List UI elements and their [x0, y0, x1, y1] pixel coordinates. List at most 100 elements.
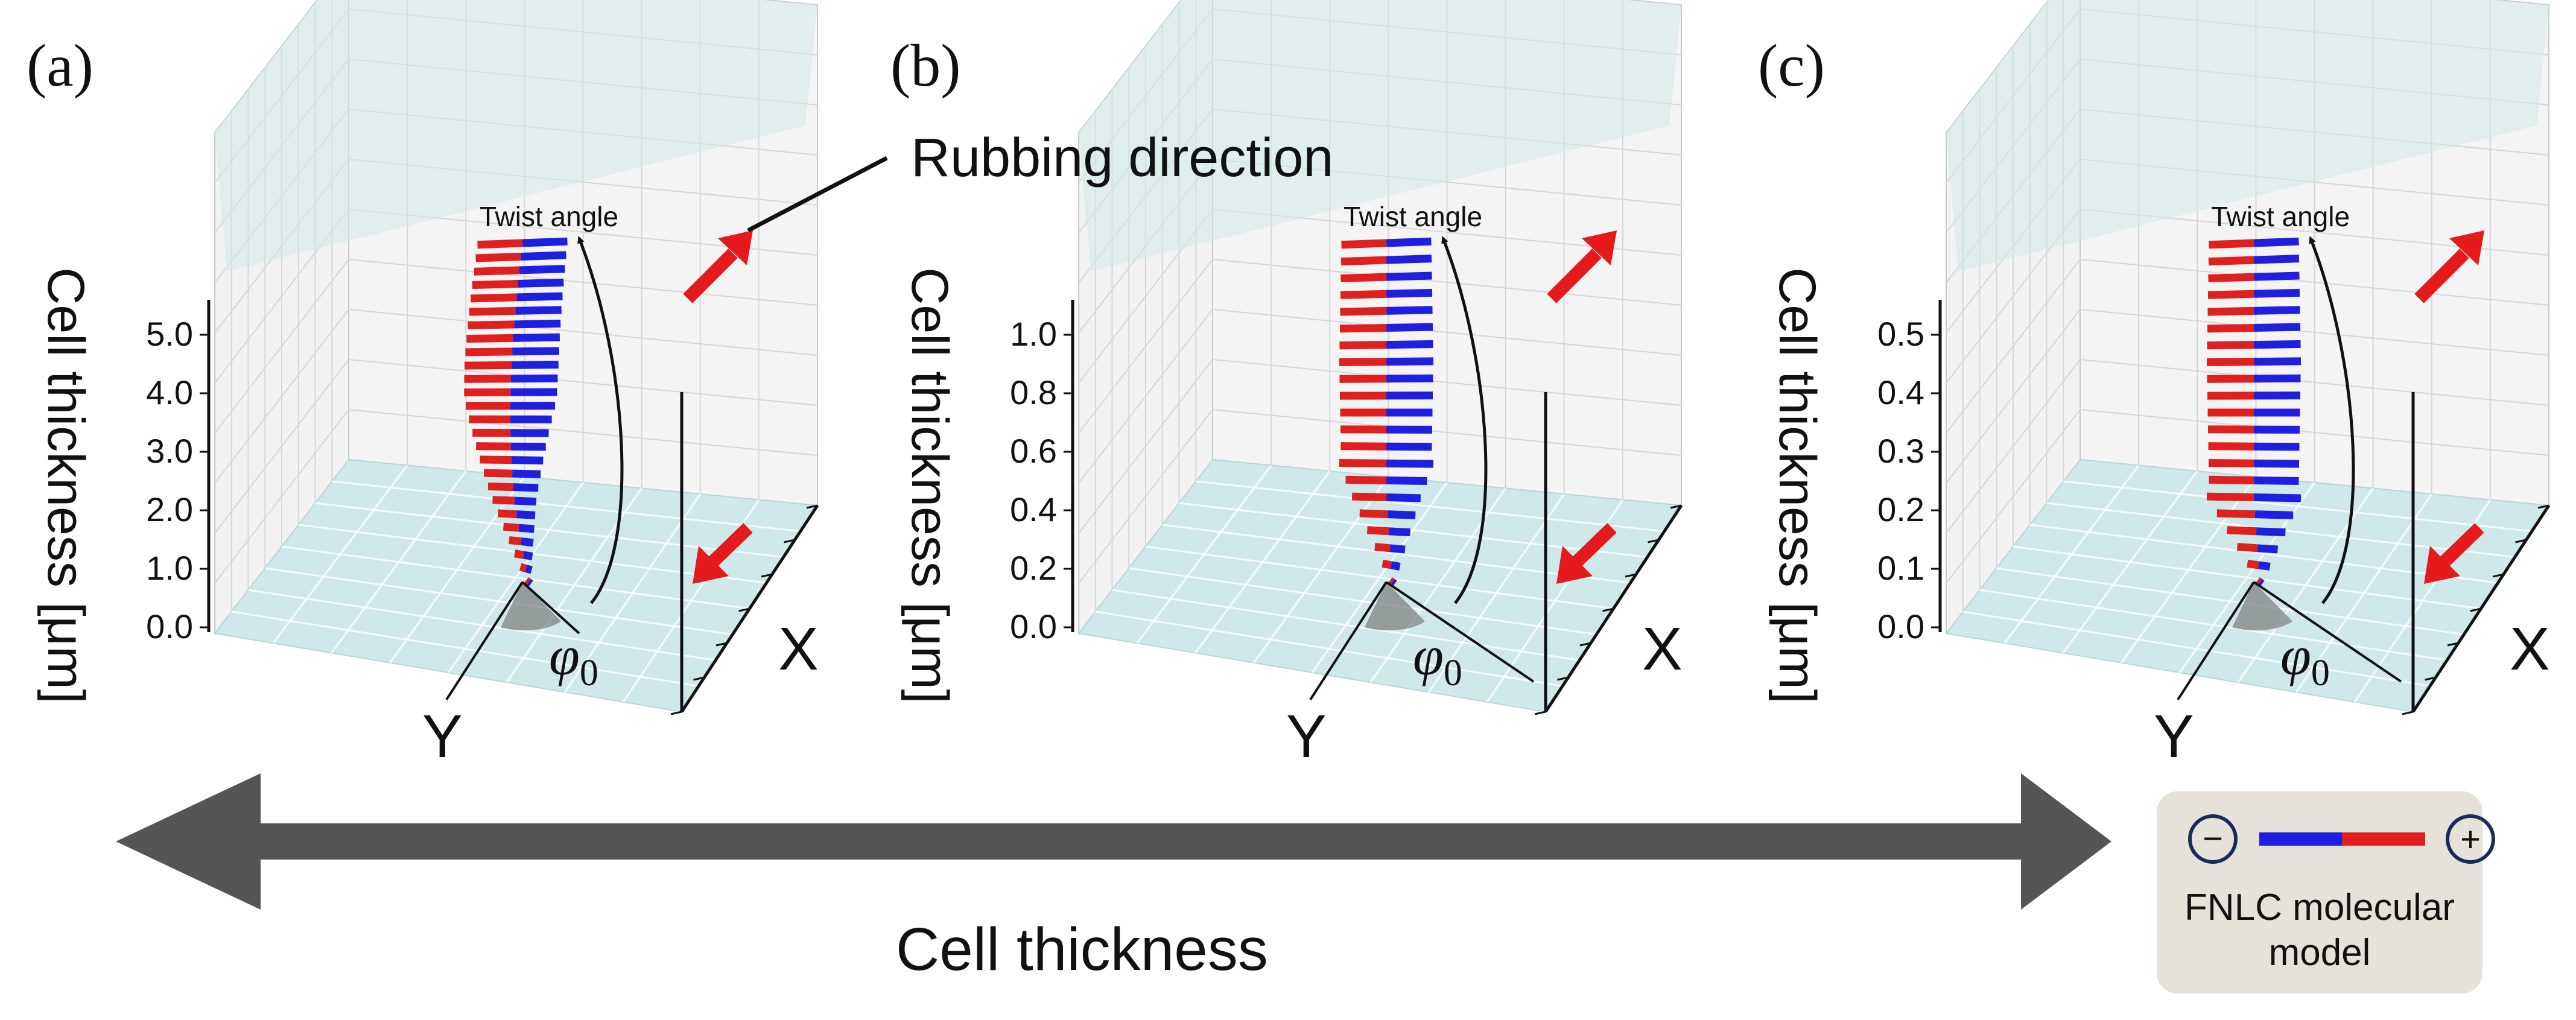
- molecule-negative-half: [1386, 288, 1433, 298]
- angle-wedge-icon: [501, 582, 561, 631]
- molecule-negative-half: [1389, 544, 1406, 554]
- x-tick: [1534, 711, 1546, 715]
- grid-line: [1078, 308, 1682, 484]
- grid-line: [1946, 258, 2549, 434]
- grid-line: [214, 408, 818, 584]
- x-tick: [1625, 573, 1637, 578]
- molecule-positive-half: [2247, 559, 2259, 569]
- molecule-positive-half: [492, 496, 515, 505]
- x-tick: [738, 607, 750, 612]
- rubbing-arrow-head: [1582, 230, 1617, 265]
- floor-grid-line: [447, 482, 584, 673]
- bottom-arrow-label: Cell thickness: [896, 916, 1268, 983]
- molecule-negative-half: [2253, 237, 2299, 247]
- panel-letter: (b): [890, 32, 961, 99]
- y-tick-label: 3.0: [146, 432, 193, 470]
- x-tick: [2402, 711, 2414, 715]
- molecule-negative-half: [2253, 374, 2301, 383]
- molecule-positive-half: [2216, 509, 2256, 519]
- minus-circle-icon: [2188, 814, 2238, 864]
- molecule-positive-half: [474, 266, 520, 276]
- molecule-negative-half: [511, 456, 544, 464]
- x-tick: [2470, 607, 2481, 612]
- rubbing-arrow-head: [2449, 230, 2484, 265]
- molecule-negative-half: [526, 578, 533, 588]
- grid-line: [1078, 408, 1682, 584]
- molecule-positive-half: [2227, 526, 2257, 536]
- molecule-positive-half: [2207, 341, 2254, 350]
- floor-grid-line: [1162, 524, 1631, 584]
- molecule-negative-half: [521, 251, 566, 261]
- molecule-negative-half: [521, 537, 534, 547]
- rubbing-arrow-head: [718, 230, 753, 265]
- legend-title-line1: FNLC molecular: [2184, 887, 2455, 928]
- molecule-negative-half: [518, 524, 535, 533]
- floor-grid-line: [332, 480, 801, 533]
- molecule-positive-half: [2207, 306, 2254, 316]
- grid-line: [1946, 408, 2549, 584]
- x-tick: [1670, 504, 1682, 509]
- molecule-positive-half: [2206, 492, 2254, 501]
- y-tick-label: 0.0: [1010, 607, 1057, 645]
- angle-ray: [1385, 581, 1535, 683]
- depth-axis-label: Y: [422, 703, 463, 770]
- rubbing-arrow-head: [2424, 546, 2460, 584]
- angle-wedge-icon: [2232, 582, 2292, 631]
- y-axis-label: Cell thickness [μm]: [37, 267, 95, 703]
- molecule-negative-half: [516, 510, 536, 519]
- x-tick: [784, 539, 795, 543]
- double-headed-arrow-icon: [116, 773, 2111, 910]
- molecule-positive-half: [476, 442, 512, 451]
- molecule-negative-half: [1386, 237, 1432, 247]
- molecule-negative-half: [2256, 527, 2286, 537]
- molecule-negative-half: [519, 265, 565, 274]
- red-arrow-icon: [1547, 230, 1617, 303]
- grid-line: [1946, 308, 2549, 484]
- molecule-negative-half: [2253, 271, 2300, 281]
- molecule-positive-half: [469, 306, 516, 316]
- molecule-negative-half: [1386, 442, 1432, 451]
- x-tick: [2447, 642, 2459, 647]
- y-tick-label: 0.2: [1010, 549, 1057, 587]
- panel-letter: (a): [27, 32, 94, 99]
- molecule-negative-half: [1386, 306, 1433, 315]
- angle-ray: [2177, 581, 2255, 701]
- molecule-negative-half: [1386, 374, 1433, 383]
- rubbing-direction-label: Rubbing direction: [911, 128, 1333, 188]
- molecule-positive-half: [487, 482, 513, 492]
- molecule-negative-half: [522, 551, 533, 560]
- y-tick-label: 0.8: [1010, 373, 1057, 411]
- molecule-positive-half: [514, 550, 524, 559]
- molecule-negative-half: [2257, 544, 2278, 554]
- x-tick: [670, 711, 682, 715]
- molecule-positive-half: [1341, 239, 1387, 249]
- molecule-positive-half: [2237, 543, 2258, 553]
- floor-grid-line: [2295, 493, 2432, 693]
- molecule-positive-half: [1340, 306, 1387, 316]
- plus-symbol: +: [2460, 820, 2481, 859]
- twist-angle-label: Twist angle: [2211, 201, 2350, 232]
- x-axis-label: X: [2510, 615, 2550, 683]
- rubbing-arrow-head: [693, 546, 729, 584]
- y-tick-label: 0.4: [1877, 373, 1924, 411]
- molecule-positive-half: [2207, 324, 2254, 333]
- molecule-negative-half: [515, 306, 562, 315]
- molecule-positive-half: [2255, 577, 2262, 586]
- grid-line: [214, 308, 818, 484]
- molecule-positive-half: [1339, 324, 1387, 333]
- curved-arrow-icon: [1441, 236, 1488, 604]
- floor-grid-line: [315, 502, 784, 558]
- molecule-positive-half: [2208, 442, 2254, 451]
- molecule-positive-half: [1366, 526, 1389, 536]
- x-tick: [2515, 539, 2527, 543]
- molecule-negative-half: [514, 319, 561, 329]
- y-tick-label: 0.0: [1877, 607, 1924, 645]
- molecule-positive-half: [1340, 442, 1387, 451]
- curved-arrow-icon: [2309, 236, 2355, 604]
- top-alignment-plane: [1079, 0, 1681, 271]
- floor-grid-line: [564, 493, 701, 693]
- y-axis-label: Cell thickness [μm]: [901, 267, 959, 703]
- molecule-positive-half: [1388, 577, 1395, 586]
- molecule-negative-half: [516, 292, 563, 302]
